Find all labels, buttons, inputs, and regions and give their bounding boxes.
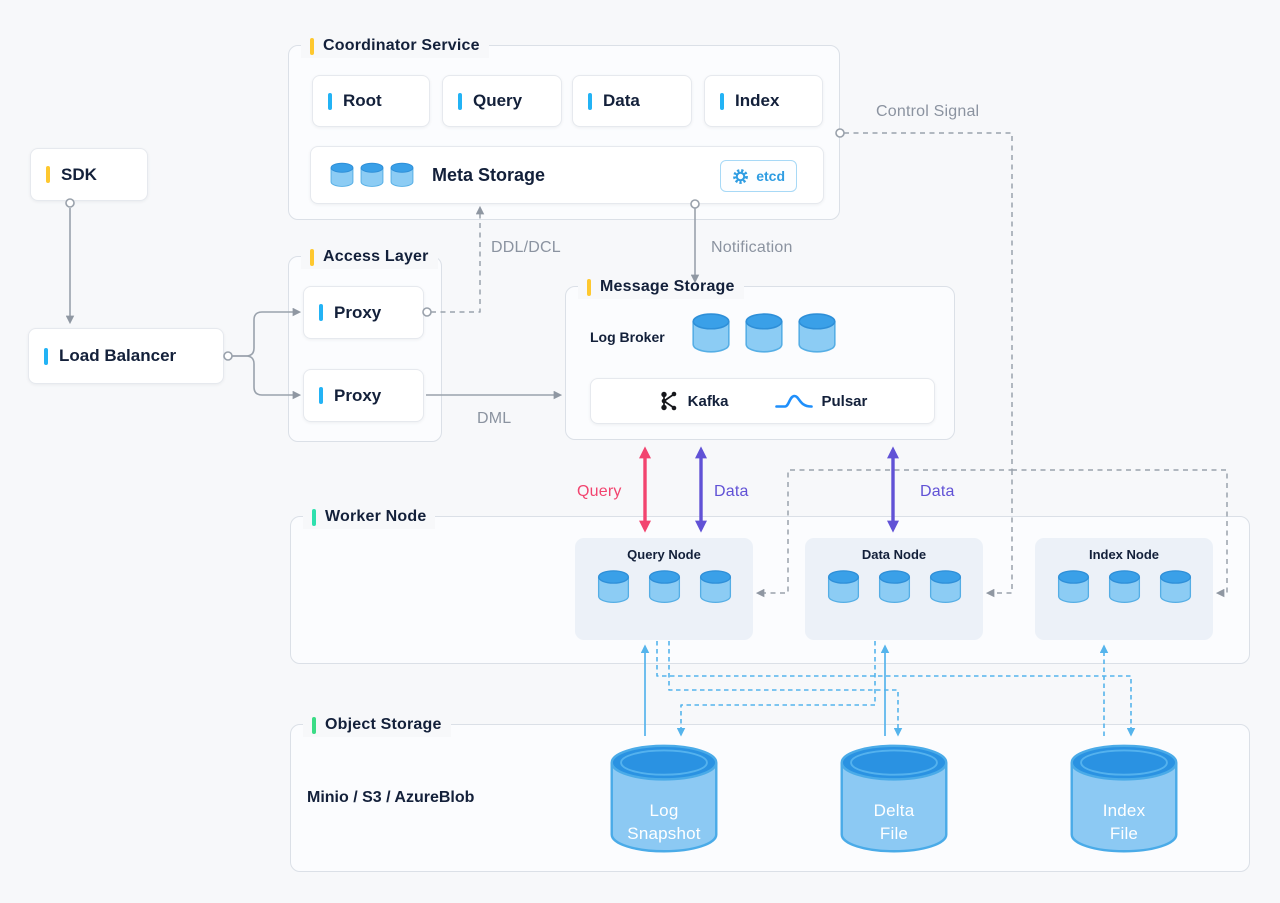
node-title: Data Node: [861, 547, 927, 562]
sdk-box: SDK: [30, 148, 148, 201]
title-accent-bar: [587, 278, 591, 296]
cylinder-label-line: Index: [1102, 801, 1146, 820]
database-icon: [596, 569, 631, 606]
query-flow-label: Query: [577, 483, 622, 500]
ddl-dcl-label: DDL/DCL: [491, 239, 561, 256]
access-layer-title: Access Layer: [301, 245, 438, 269]
title-accent-bar: [312, 716, 316, 734]
node-title: Index Node: [1088, 547, 1160, 562]
log-broker-databases: [690, 312, 838, 356]
panel-title-text: Worker Node: [325, 508, 427, 525]
meta-storage-label: Meta Storage: [432, 164, 546, 185]
database-icon: [647, 569, 682, 606]
object-storage-providers: Minio / S3 / AzureBlob: [307, 789, 475, 806]
database-icon: [877, 569, 912, 606]
database-icon: [1107, 569, 1142, 606]
pulsar-icon: [774, 394, 813, 408]
data-node-box: Data Node: [805, 538, 983, 640]
query-node-box: Query Node: [575, 538, 753, 640]
chip-label: Proxy: [334, 302, 382, 322]
cylinder-label-line: Snapshot: [627, 823, 701, 843]
coordinator-service-title: Coordinator Service: [301, 34, 489, 58]
data-flow-label-left: Data: [714, 483, 749, 500]
cylinder-label-line: Delta: [873, 801, 915, 820]
database-icon: [359, 162, 385, 189]
delta-file-cylinder: Delta File: [838, 740, 950, 862]
chip-label: SDK: [61, 164, 97, 184]
cylinder-label: Index File: [1068, 800, 1180, 846]
proxy-box-2: Proxy: [303, 369, 424, 422]
node-databases: [596, 569, 733, 606]
chip-label: Data: [603, 91, 640, 110]
root-coord-box: Root: [312, 75, 430, 127]
chip-accent-bar: [319, 387, 323, 404]
node-databases: [1056, 569, 1193, 606]
node-title: Query Node: [627, 547, 701, 562]
chip-accent-bar: [46, 166, 50, 183]
cylinder-label-line: File: [879, 823, 909, 843]
database-icon: [1056, 569, 1091, 606]
dml-label: DML: [477, 410, 512, 427]
load-balancer-box: Load Balancer: [28, 328, 224, 384]
index-node-box: Index Node: [1035, 538, 1213, 640]
title-accent-bar: [312, 508, 316, 526]
data-flow-label-right: Data: [920, 483, 955, 500]
message-storage-title: Message Storage: [578, 275, 744, 299]
engine-label: Pulsar: [821, 392, 868, 410]
database-icon: [928, 569, 963, 606]
proxy-box-1: Proxy: [303, 286, 424, 339]
worker-node-title: Worker Node: [303, 505, 436, 529]
chip-label: Load Balancer: [59, 346, 177, 365]
pulsar-engine: Pulsar: [774, 392, 868, 410]
database-icon: [1158, 569, 1193, 606]
chip-accent-bar: [588, 92, 592, 110]
database-icon: [826, 569, 861, 606]
object-storage-title: Object Storage: [303, 713, 451, 737]
panel-title-text: Access Layer: [323, 248, 429, 265]
chip-label: Index: [735, 91, 780, 110]
chip-accent-bar: [458, 92, 462, 110]
chip-label: Proxy: [334, 385, 382, 405]
kafka-engine: Kafka: [658, 390, 729, 412]
engine-label: Kafka: [687, 392, 729, 410]
control-signal-label: Control Signal: [876, 103, 980, 120]
database-icon: [698, 569, 733, 606]
database-icon: [796, 312, 838, 356]
chip-label: Root: [343, 91, 382, 110]
index-file-cylinder: Index File: [1068, 740, 1180, 862]
title-accent-bar: [310, 248, 314, 266]
message-queue-box: Kafka Pulsar: [590, 378, 935, 424]
query-coord-box: Query: [442, 75, 562, 127]
chip-accent-bar: [720, 92, 724, 110]
meta-storage-databases: [329, 162, 415, 189]
etcd-label: etcd: [756, 168, 785, 184]
cylinder-label: Log Snapshot: [608, 800, 720, 846]
chip-accent-bar: [319, 304, 323, 321]
title-accent-bar: [310, 37, 314, 55]
database-icon: [329, 162, 355, 189]
cylinder-label-line: File: [1109, 823, 1139, 843]
data-coord-box: Data: [572, 75, 692, 127]
connection-dot: [223, 351, 233, 361]
index-coord-box: Index: [704, 75, 823, 127]
gear-icon: [733, 168, 749, 184]
panel-title-text: Coordinator Service: [323, 37, 480, 54]
cylinder-label-line: Log: [649, 801, 679, 820]
database-icon: [743, 312, 785, 356]
chip-accent-bar: [328, 92, 332, 110]
notification-label: Notification: [711, 239, 793, 256]
panel-title-text: Message Storage: [600, 278, 735, 295]
chip-accent-bar: [44, 347, 48, 365]
log-snapshot-cylinder: Log Snapshot: [608, 740, 720, 862]
database-icon: [389, 162, 415, 189]
chip-label: Query: [473, 91, 523, 110]
panel-title-text: Object Storage: [325, 716, 442, 733]
kafka-icon: [660, 391, 676, 411]
log-broker-label: Log Broker: [590, 329, 665, 345]
etcd-badge: etcd: [720, 160, 797, 192]
meta-storage-box: Meta Storage etcd: [310, 146, 824, 204]
database-icon: [690, 312, 732, 356]
cylinder-label: Delta File: [838, 800, 950, 846]
node-databases: [826, 569, 963, 606]
